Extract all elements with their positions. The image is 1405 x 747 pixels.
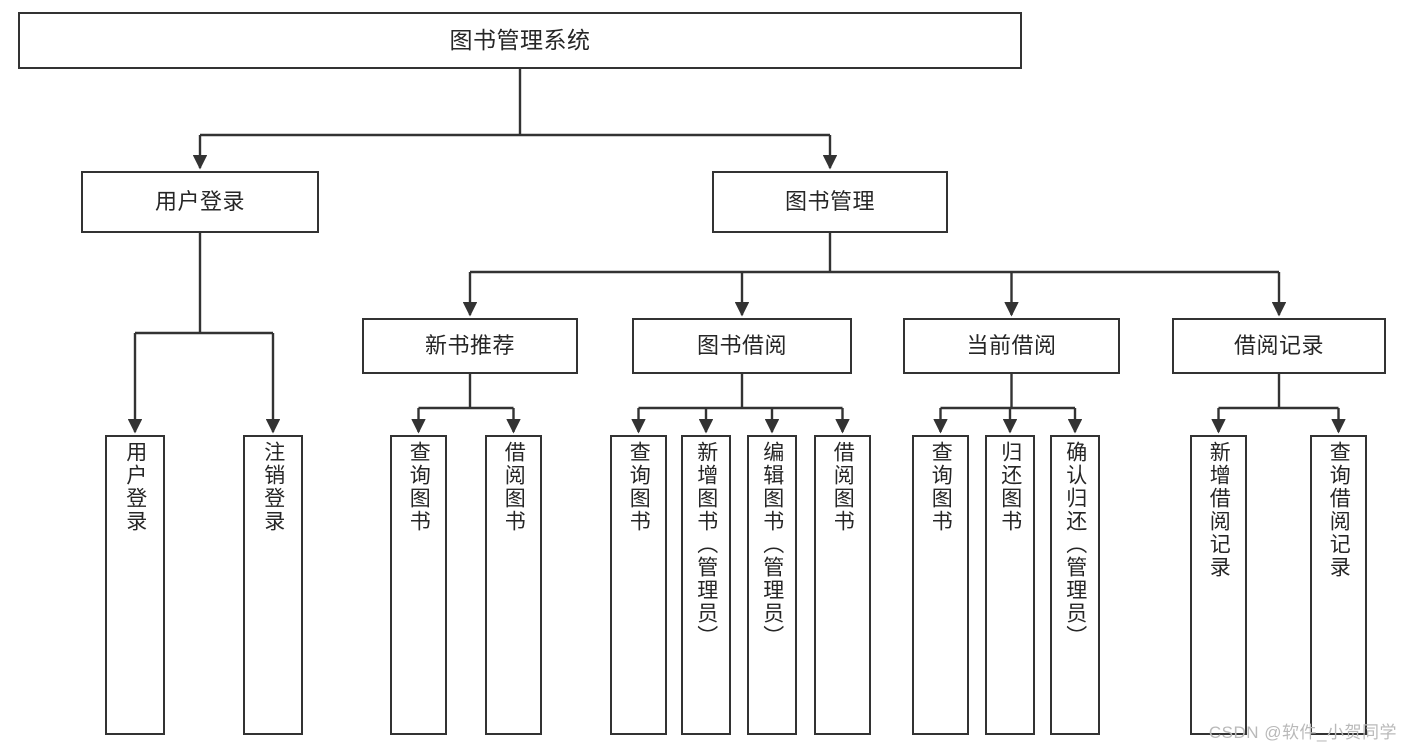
- node-n-new[interactable]: 新书推荐: [362, 318, 578, 374]
- node-label: 归还图书: [998, 441, 1022, 533]
- node-l-c-query[interactable]: 查询图书: [912, 435, 969, 735]
- node-label: 图书管理系统: [449, 26, 591, 53]
- node-l-user-logout[interactable]: 注销登录: [243, 435, 303, 735]
- node-l-b-query[interactable]: 查询图书: [610, 435, 667, 735]
- node-l-r-add[interactable]: 新增借阅记录: [1190, 435, 1247, 735]
- node-l-new-borrow[interactable]: 借阅图书: [485, 435, 542, 735]
- node-label: 借阅图书: [502, 441, 526, 533]
- node-l-b-borrow[interactable]: 借阅图书: [814, 435, 871, 735]
- node-n-root[interactable]: 图书管理系统: [18, 12, 1022, 69]
- node-l-c-return[interactable]: 归还图书: [985, 435, 1035, 735]
- node-label: 确认归还（管理员）: [1063, 441, 1087, 648]
- node-label: 新书推荐: [424, 332, 515, 358]
- node-l-r-query[interactable]: 查询借阅记录: [1310, 435, 1367, 735]
- node-n-current[interactable]: 当前借阅: [903, 318, 1120, 374]
- node-label: 查询图书: [929, 441, 953, 533]
- node-label: 查询借阅记录: [1327, 441, 1351, 579]
- node-label: 注销登录: [261, 441, 285, 533]
- node-n-books[interactable]: 图书管理: [712, 171, 948, 233]
- watermark-text: CSDN @软件_小贺同学: [1208, 723, 1397, 742]
- node-n-record[interactable]: 借阅记录: [1172, 318, 1386, 374]
- node-label: 查询图书: [627, 441, 651, 533]
- node-label: 查询图书: [407, 441, 431, 533]
- node-label: 借阅记录: [1233, 332, 1324, 358]
- node-n-borrow[interactable]: 图书借阅: [632, 318, 852, 374]
- node-label: 用户登录: [154, 188, 245, 214]
- node-n-login[interactable]: 用户登录: [81, 171, 319, 233]
- node-label: 当前借阅: [966, 332, 1057, 358]
- node-label: 图书管理: [784, 188, 875, 214]
- node-l-new-query[interactable]: 查询图书: [390, 435, 447, 735]
- node-label: 新增借阅记录: [1207, 441, 1231, 579]
- node-l-c-confirm[interactable]: 确认归还（管理员）: [1050, 435, 1100, 735]
- node-l-user-login[interactable]: 用户登录: [105, 435, 165, 735]
- node-label: 编辑图书（管理员）: [760, 441, 784, 648]
- node-l-b-add[interactable]: 新增图书（管理员）: [681, 435, 731, 735]
- node-l-b-edit[interactable]: 编辑图书（管理员）: [747, 435, 797, 735]
- node-label: 新增图书（管理员）: [694, 441, 718, 648]
- node-label: 用户登录: [123, 441, 147, 533]
- node-label: 借阅图书: [831, 441, 855, 533]
- node-label: 图书借阅: [696, 332, 787, 358]
